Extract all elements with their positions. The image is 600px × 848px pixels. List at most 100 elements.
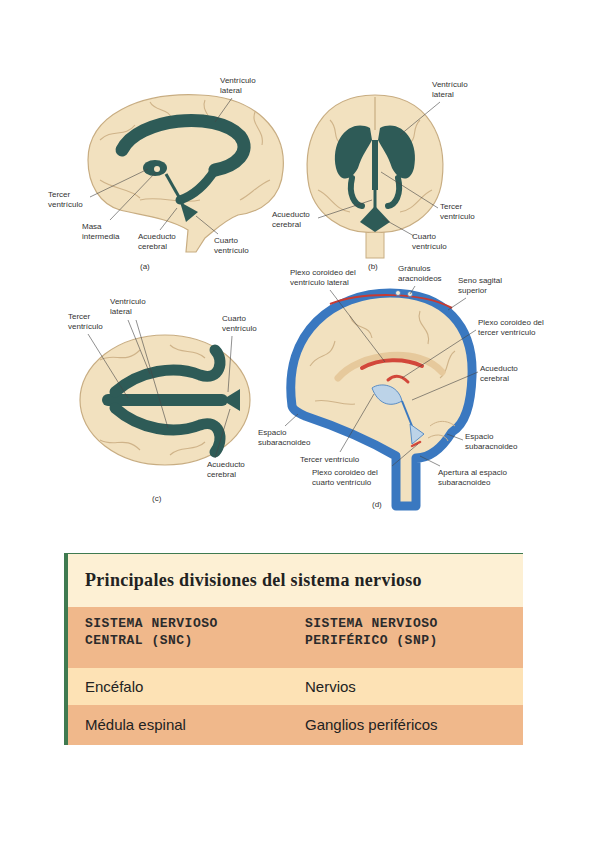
part-label: Espacio subaracnoideo — [465, 432, 523, 452]
leader-line — [330, 290, 385, 362]
leader-line — [318, 200, 372, 218]
fourth-ventricle — [410, 424, 424, 444]
inferior-horn — [180, 170, 215, 200]
part-label: Seno sagital superior — [458, 276, 508, 296]
ventricles — [108, 350, 240, 452]
massa-intermedia — [154, 166, 160, 172]
table-cell: Nervios — [305, 677, 505, 696]
part-label: Ventrículo lateral — [110, 297, 152, 317]
granulation — [396, 291, 401, 296]
part-label: Acueducto cerebral — [272, 210, 318, 230]
ventricles — [335, 126, 415, 232]
gyrus — [310, 341, 335, 366]
leader-line — [412, 372, 478, 400]
leader-lines — [88, 98, 478, 466]
midline — [374, 97, 375, 130]
part-label: Tercer ventrículo — [300, 455, 380, 465]
part-label: Tercer ventrículo — [48, 190, 88, 210]
leader-line — [410, 286, 415, 294]
arachnoid-granulations — [396, 291, 413, 297]
table-cell: Ganglios periféricos — [305, 715, 505, 734]
leader-line — [447, 434, 463, 440]
leader-line — [128, 320, 150, 374]
leader-line — [228, 336, 232, 392]
figure-letter: (a) — [140, 262, 160, 272]
folium — [430, 421, 455, 426]
superior-sagittal-sinus — [330, 295, 452, 308]
leader-line — [392, 444, 418, 466]
brain-outline — [307, 95, 443, 232]
part-label: Ventrículo lateral — [220, 76, 262, 96]
part-label: Masa intermedia — [82, 222, 126, 242]
folium — [428, 435, 448, 441]
part-label: Cuarto ventrículo — [222, 314, 264, 334]
brain-top — [80, 335, 250, 465]
table-header: SISTEMA NERVIOSO PERIFÉRICO (SNP) — [305, 615, 505, 649]
part-label: Acueducto cerebral — [138, 232, 182, 252]
figure-letter: (b) — [368, 262, 388, 272]
choroid-plexus-lateral — [362, 360, 422, 368]
gyrus — [240, 180, 270, 200]
part-label: Acueducto cerebral — [480, 364, 530, 384]
inferior-horn — [351, 178, 362, 206]
cerebellum-folia — [428, 421, 455, 441]
leader-line — [110, 172, 156, 220]
corpus-callosum — [338, 355, 442, 378]
third-ventricle — [372, 140, 378, 190]
leader-line — [90, 169, 148, 197]
leader-line — [160, 208, 177, 230]
table-left-border — [64, 553, 68, 745]
gyrus — [100, 350, 140, 360]
table-title: Principales divisiones del sistema nervi… — [85, 569, 422, 591]
fourth-ventricle — [360, 206, 390, 232]
ventricles — [122, 120, 244, 222]
gyrus — [315, 400, 355, 404]
leader-line — [196, 216, 218, 234]
table-cell: Encéfalo — [85, 677, 285, 696]
gyrus — [254, 112, 262, 145]
leader-line — [88, 334, 128, 398]
lateral-ventricle — [122, 120, 244, 170]
gyrus — [350, 316, 372, 338]
aqueduct — [374, 190, 377, 208]
table-cell: Médula espinal — [85, 715, 285, 734]
leader-line — [215, 409, 230, 458]
leader-line — [381, 172, 438, 208]
aqueduct — [402, 401, 412, 426]
choroid-plexus-third — [388, 376, 408, 382]
leader-line — [215, 98, 232, 122]
part-label: Ventrículo lateral — [432, 80, 474, 100]
gyrus — [170, 442, 205, 455]
gyrus — [100, 440, 140, 450]
aqueduct — [166, 174, 183, 204]
table-header: SISTEMA NERVIOSO CENTRAL (SNC) — [85, 615, 270, 649]
part-label: Plexo coroideo del tercer ventrículo — [478, 318, 550, 338]
third-ventricle — [108, 394, 222, 406]
third-ventricle — [372, 385, 402, 404]
part-label: Cuarto ventrículo — [214, 236, 256, 256]
leader-line — [420, 456, 440, 466]
gyrus — [170, 345, 205, 358]
leader-line — [382, 218, 414, 236]
lateral-ventricle — [378, 126, 415, 179]
lateral-ventricle — [115, 408, 220, 452]
brain-lateral — [88, 95, 283, 252]
leader-line — [285, 414, 298, 426]
part-label: Gránulos aracnoideos — [398, 264, 448, 284]
gyri — [100, 100, 270, 201]
lateral-ventricle — [335, 126, 372, 179]
part-label: Cuarto ventrículo — [412, 232, 454, 252]
leader-line — [448, 298, 466, 310]
part-label: Plexo coroideo del cuarto ventrículo — [312, 468, 388, 488]
part-label: Acueducto cerebral — [207, 460, 253, 480]
leader-line — [340, 394, 374, 452]
leader-line — [400, 102, 440, 135]
fourth-ventricle — [180, 202, 198, 222]
part-label: Apertura al espacio subaracnoideo — [438, 468, 518, 488]
brain-outline — [88, 95, 283, 252]
figure-letter: (c) — [152, 494, 172, 504]
part-label: Tercer ventrículo — [440, 202, 482, 222]
figure-letter: (d) — [372, 500, 392, 510]
part-label: Plexo coroideo del ventrículo lateral — [290, 268, 368, 288]
